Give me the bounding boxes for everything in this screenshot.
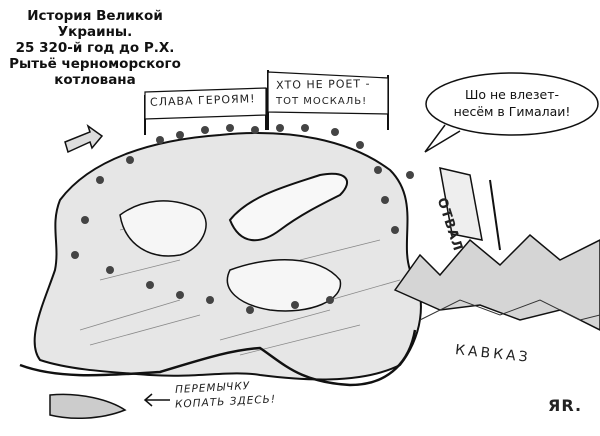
banner-left xyxy=(144,87,267,135)
title-line: Украины. xyxy=(57,24,133,40)
mountain-ridge xyxy=(419,299,600,321)
banner-right xyxy=(267,70,389,130)
artist-signature: ЯR. xyxy=(548,396,583,415)
title-line: котлована xyxy=(54,72,136,88)
title-line: История Великой xyxy=(27,8,163,24)
title-line: 25 320-й год до Р.Х. xyxy=(15,40,175,56)
dump-sign xyxy=(439,167,501,251)
arrow-icon xyxy=(143,393,170,407)
crimea-plateau xyxy=(228,172,348,242)
banner-right-text-line2: ТОТ МОСКАЛЬ! xyxy=(276,96,368,107)
workers-crowd xyxy=(71,124,414,314)
black-sea-pit xyxy=(33,132,422,381)
caucasus-mountains xyxy=(393,233,600,331)
bosporus-strait xyxy=(49,393,127,420)
banner-right-text-line1: ХТО НЕ РОЕТ - xyxy=(275,77,371,92)
central-plateau xyxy=(119,200,207,257)
title-line: Рытьё черноморского xyxy=(9,56,181,72)
speech-bubble xyxy=(424,72,599,153)
cartoon-title: История Великой Украины. 25 320-й год до… xyxy=(5,8,185,88)
coastline xyxy=(19,329,417,387)
speech-line: Шо не влезет- xyxy=(464,87,559,102)
direction-arrow-icon xyxy=(64,124,104,154)
speech-bubble-text: Шо не влезет- несём в Гималаи! xyxy=(427,86,597,120)
speech-line: несём в Гималаи! xyxy=(453,104,571,119)
